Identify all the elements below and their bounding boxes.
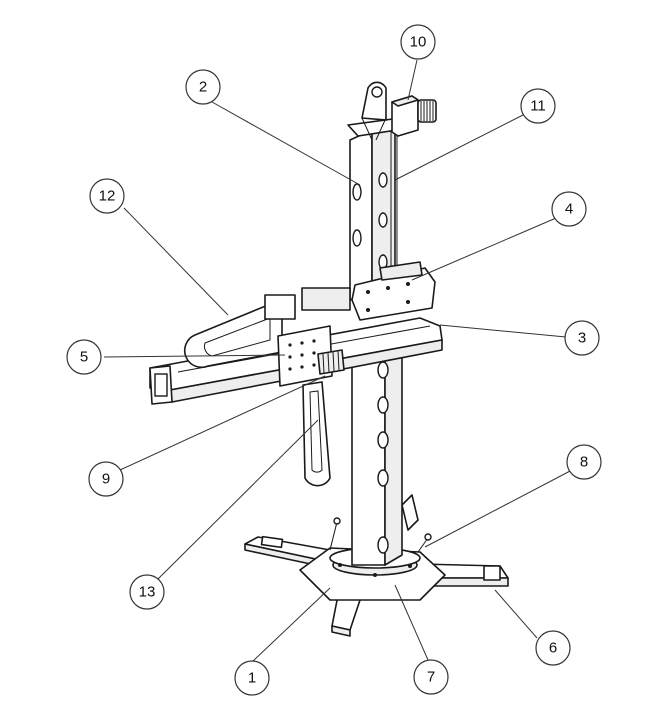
torch-holder-plate <box>277 325 333 387</box>
carriage <box>351 261 436 321</box>
cable-chain-lower <box>302 381 331 487</box>
callout-1: 1 <box>234 660 270 696</box>
svg-text:11: 11 <box>530 98 546 115</box>
svg-text:4: 4 <box>565 201 573 218</box>
lift-motor-gearbox <box>391 95 437 137</box>
svg-text:2: 2 <box>199 79 207 96</box>
svg-text:12: 12 <box>99 188 116 205</box>
svg-text:10: 10 <box>410 34 427 51</box>
callouts: 1 2 3 4 5 6 7 8 <box>66 24 602 696</box>
callout-2: 2 <box>185 69 221 105</box>
callout-12: 12 <box>89 178 125 214</box>
callout-10: 10 <box>400 24 436 60</box>
callout-5: 5 <box>66 339 102 375</box>
column-upper-front <box>349 129 373 301</box>
callout-13: 13 <box>129 574 165 610</box>
leader-lines <box>103 59 573 663</box>
callout-11: 11 <box>520 88 556 124</box>
callout-7: 7 <box>413 659 449 695</box>
callout-9: 9 <box>88 461 124 497</box>
callout-4: 4 <box>551 191 587 227</box>
boom-rear-block <box>301 287 351 311</box>
callout-3: 3 <box>564 320 600 356</box>
svg-text:7: 7 <box>427 669 435 686</box>
horizontal-boom <box>149 287 443 487</box>
svg-text:8: 8 <box>580 454 588 471</box>
svg-text:5: 5 <box>80 349 88 366</box>
cross-slide <box>317 349 345 375</box>
cable-chain-upper <box>183 304 283 369</box>
svg-text:6: 6 <box>549 640 557 657</box>
carriage-plate <box>351 267 436 321</box>
svg-text:1: 1 <box>248 670 256 687</box>
svg-text:3: 3 <box>578 330 586 347</box>
svg-text:13: 13 <box>139 584 156 601</box>
svg-text:9: 9 <box>102 471 110 488</box>
callout-8: 8 <box>566 444 602 480</box>
callout-6: 6 <box>535 630 571 666</box>
